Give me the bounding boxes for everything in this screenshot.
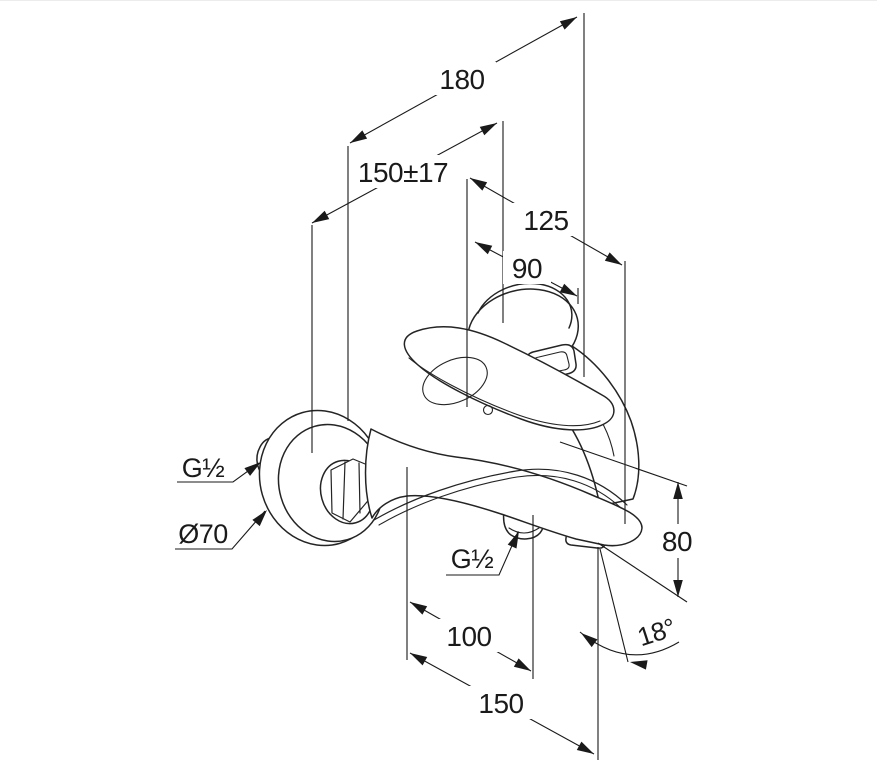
dim-label-80: 80 [662, 526, 692, 557]
dim-label-90: 90 [512, 253, 542, 284]
label-thread-outlet: G½ [451, 544, 494, 574]
dim-label-180: 180 [439, 64, 484, 95]
leader-d70 [175, 510, 266, 550]
faucet [256, 282, 643, 549]
faucet-body [364, 428, 643, 547]
temp-indicator-dot [482, 404, 494, 416]
label-thread-wall: G½ [182, 453, 225, 483]
dim-label-125: 125 [523, 205, 568, 236]
dimension-labels: 180 150±17 125 90 80 100 150 18° G½ Ø70 … [178, 64, 692, 719]
dim-label-100: 100 [446, 621, 491, 652]
handle-scoop [422, 356, 488, 406]
body-top-edge [373, 468, 628, 521]
label-backgrounds [349, 62, 701, 719]
hex-nut [330, 458, 373, 523]
lever-handle [403, 326, 615, 431]
dim-label-150: 150 [478, 688, 523, 719]
dimension-layer: 180 150±17 125 90 80 100 150 18° G½ Ø70 … [175, 13, 701, 760]
extension-lines [311, 13, 688, 760]
dim-label-150-17: 150±17 [358, 157, 448, 188]
label-escutcheon-diameter: Ø70 [178, 519, 228, 549]
body-top-edge-inner [378, 474, 622, 526]
arrowheads [244, 17, 683, 754]
dome-rim [477, 282, 573, 329]
